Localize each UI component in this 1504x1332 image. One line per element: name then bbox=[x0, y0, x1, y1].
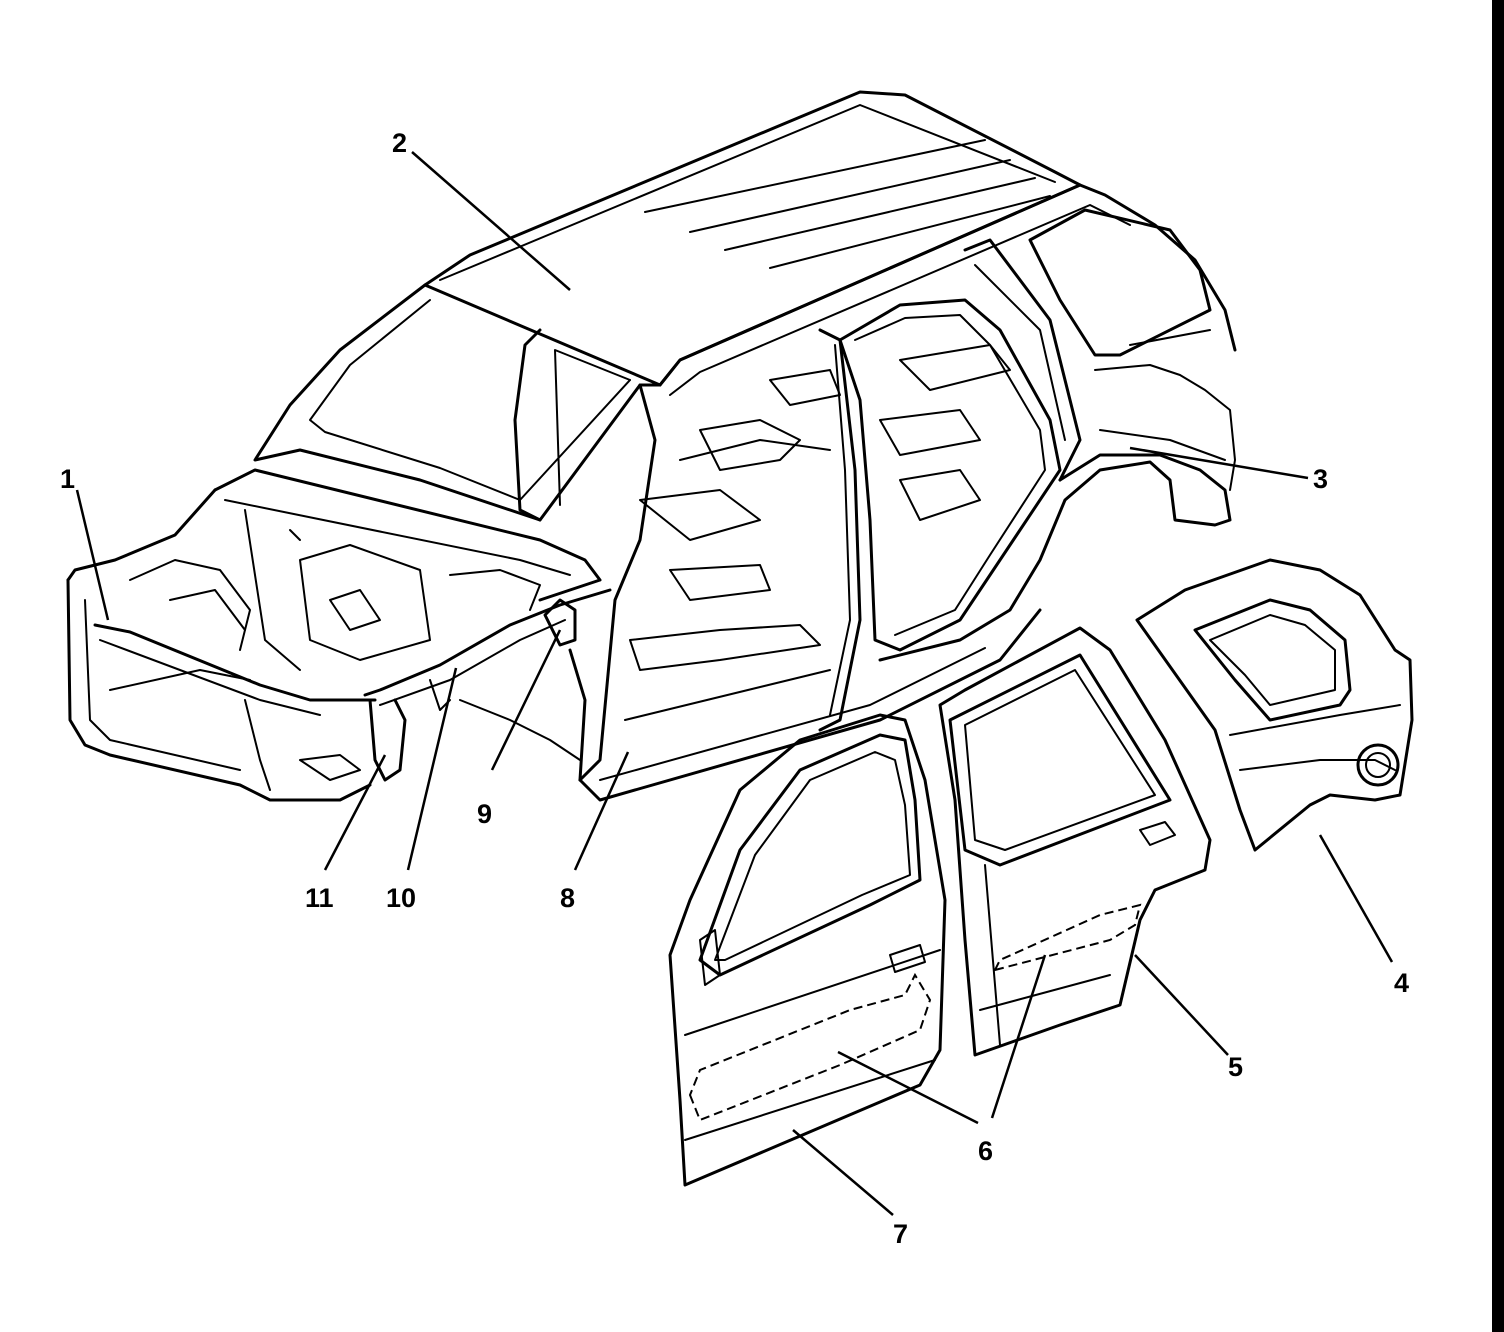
callout-labels: 1 2 3 4 5 6 7 8 9 10 11 bbox=[60, 128, 1409, 1249]
leader-6b bbox=[990, 954, 1047, 1119]
radiator-support bbox=[66, 488, 217, 582]
leader-10 bbox=[406, 667, 458, 871]
callout-2: 2 bbox=[392, 128, 407, 158]
roof-panel bbox=[423, 90, 1082, 387]
leader-3 bbox=[1129, 446, 1309, 480]
leader-6a bbox=[837, 1050, 979, 1125]
right-edge-bar bbox=[1492, 0, 1504, 1332]
rear-quarter-panel bbox=[1135, 558, 1414, 852]
callout-5: 5 bbox=[1228, 1052, 1243, 1082]
leader-7 bbox=[792, 1129, 894, 1216]
rear-door-opening bbox=[838, 298, 1062, 652]
rear-door bbox=[938, 626, 1212, 1057]
body-shell bbox=[66, 90, 1237, 802]
callout-4: 4 bbox=[1394, 968, 1409, 998]
callout-11: 11 bbox=[305, 883, 334, 913]
leader-5 bbox=[1134, 954, 1229, 1056]
callout-8: 8 bbox=[560, 883, 575, 913]
front-door-opening bbox=[513, 328, 542, 522]
rocker-sill bbox=[578, 608, 1042, 802]
callout-3: 3 bbox=[1313, 464, 1328, 494]
windshield-frame bbox=[253, 283, 662, 522]
leader-lines bbox=[75, 151, 1394, 1216]
rear-quarter-window bbox=[1028, 208, 1212, 357]
leader-2 bbox=[411, 151, 571, 291]
b-pillar bbox=[818, 328, 862, 732]
front-door bbox=[668, 713, 947, 1187]
leader-4 bbox=[1318, 834, 1394, 963]
callout-9: 9 bbox=[477, 799, 492, 829]
leader-1 bbox=[75, 489, 110, 621]
callout-10: 10 bbox=[386, 883, 416, 913]
callout-1: 1 bbox=[60, 464, 75, 494]
callout-6: 6 bbox=[978, 1136, 993, 1166]
cowl-panel bbox=[213, 468, 602, 602]
leader-11 bbox=[323, 754, 387, 871]
leader-8 bbox=[573, 751, 630, 871]
callout-7: 7 bbox=[893, 1219, 908, 1249]
rear-wheelhouse bbox=[878, 453, 1232, 662]
front-frame-rail bbox=[363, 588, 612, 697]
leader-9 bbox=[490, 629, 562, 771]
